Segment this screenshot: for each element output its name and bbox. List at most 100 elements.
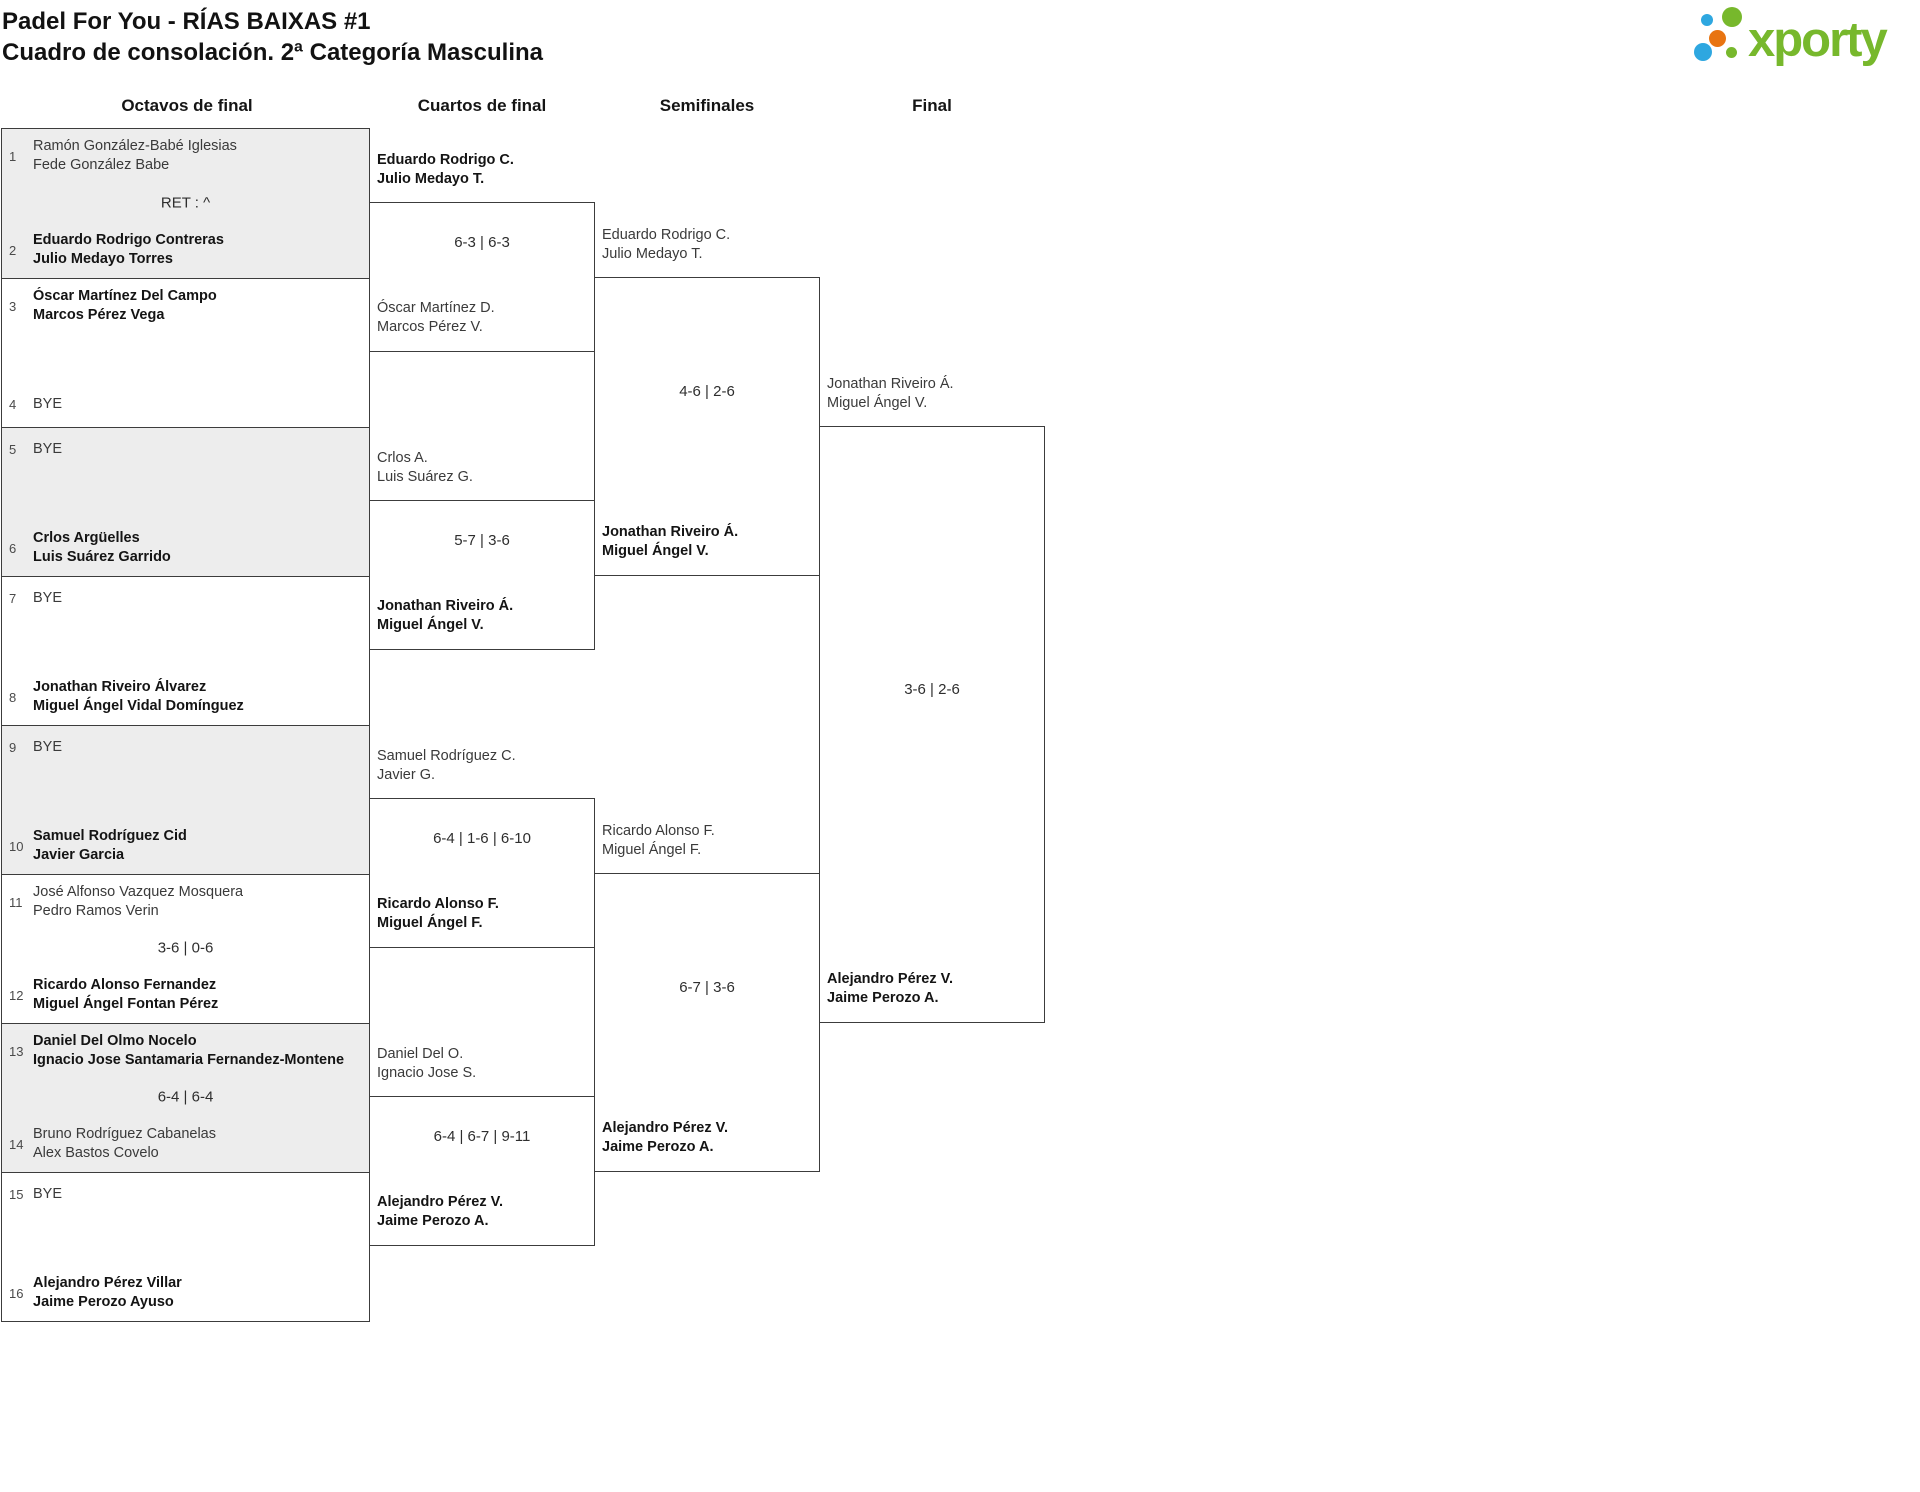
match-score: RET : ^ [160,194,211,212]
player-name: Alex Bastos Covelo [33,1145,159,1161]
final-match-box: Jonathan Riveiro Á.Miguel Ángel V.Alejan… [819,376,1045,1023]
team-label: Ricardo Alonso F. Miguel Ángel F. [377,895,590,933]
semifinals-match-box: Eduardo Rodrigo C. Julio Medayo T. Jonatha… [594,227,820,576]
match-score: 5-7 | 3-6 [454,532,510,549]
match-score: 3-6 | 2-6 [904,681,960,698]
player-name: Miguel Ángel F. [377,915,483,931]
seed-number: 10 [9,838,24,854]
team-name: BYE [33,440,62,459]
player-name: Alejandro Pérez V. [377,1194,503,1210]
team-label: Alejandro Pérez V.Jaime Perozo A. [602,1119,815,1157]
logo-dot-blue-small-icon [1701,14,1713,26]
semifinals-match-box: Ricardo Alonso F.Miguel Ángel F. Alejandr… [594,823,820,1172]
logo-dot-green-large-icon [1722,7,1742,27]
seed-number: 8 [9,689,17,705]
player-name: Jaime Perozo A. [827,990,939,1006]
player-name: Daniel Del Olmo Nocelo [33,1033,197,1049]
player-name: Eduardo Rodrigo Contreras [33,232,224,248]
seed-number: 6 [9,540,17,556]
player-name: Ignacio Jose S. [377,1065,477,1081]
quarterfinals-match-box: Crlos A.Luis Suárez G. Jonathan Riveiro Á… [369,450,595,650]
team-label: Jonathan Riveiro Á.Miguel Ángel V. [377,597,590,635]
player-name: Samuel Rodríguez Cid [33,828,187,844]
player-name: Luis Suárez Garrido [33,549,171,565]
player-name: Jaime Perozo A. [602,1139,714,1155]
seed-number: 3 [9,298,17,314]
seed-number: 7 [9,591,17,606]
team-label: Ricardo Alonso F.Miguel Ángel F. [602,822,815,860]
player-name: Julio Medayo T. [602,246,703,262]
seed-number: 15 [9,1187,24,1202]
logo-dot-blue-large-icon [1694,43,1712,61]
player-name: BYE [33,1186,63,1202]
team-label: Óscar Martínez D.Marcos Pérez V. [377,299,590,337]
player-name: Ricardo Alonso F. [377,896,499,912]
seed-number: 12 [9,987,24,1003]
player-name: Javier Garcia [33,847,125,863]
page-title-block: Padel For You - RÍAS BAIXAS #1 Cuadro de… [2,6,543,68]
match-score: 3-6 | 0-6 [157,939,214,957]
round-header-semifinales: Semifinales [659,96,755,115]
player-name: Alejandro Pérez V. [827,971,953,987]
match-score: 6-4 | 6-7 | 9-11 [433,1128,531,1145]
player-name: Ignacio Jose Santamaria Fernandez-Monten… [33,1052,345,1068]
player-name: Crlos Argüelles [33,530,140,546]
seed-number: 9 [9,740,17,755]
player-name: Miguel Ángel V. [377,617,484,633]
player-name: Julio Medayo Torres [33,251,173,267]
team-label: Alejandro Pérez V. Jaime Perozo A. [827,970,1040,1008]
player-name: Marcos Pérez V. [377,319,483,335]
player-name: Julio Medayo T. [377,171,485,187]
logo-text: xporty [1748,13,1888,67]
player-name: Miguel Ángel V. [602,543,709,559]
xporty-logo[interactable]: xporty [1692,2,1918,80]
player-name: Jaime Perozo A. [377,1213,489,1229]
bracket-subtitle: Cuadro de consolación. 2ª Categoría Masc… [2,39,544,66]
player-name: Jonathan Riveiro Á. [602,524,739,540]
team-label: Crlos A.Luis Suárez G. [377,449,590,487]
player-name: Fede González Babe [33,157,170,173]
seed-number: 5 [9,442,17,457]
seed-number: 14 [9,1136,24,1152]
player-name: José Alfonso Vazquez Mosquera [33,884,244,900]
seed-number: 11 [9,894,23,910]
player-name: Ricardo Alonso Fernandez [33,977,217,993]
match-score: 4-6 | 2-6 [679,383,735,400]
player-name: Daniel Del O. [377,1046,464,1062]
team-label: Eduardo Rodrigo C. Julio Medayo T. [602,226,815,264]
quarterfinals-match-box: Samuel Rodríguez C. Javier G. Ricardo Alon… [369,748,595,948]
player-name: Javier G. [377,767,436,783]
player-name: Eduardo Rodrigo C. [602,227,731,243]
player-name: Eduardo Rodrigo C. [377,152,514,168]
player-name: Marcos Pérez Vega [33,307,165,323]
match-score: 6-7 | 3-6 [679,979,735,996]
player-name: Samuel Rodríguez C. [377,748,516,764]
round-header-cuartos: Cuartos de final [417,96,547,115]
team-label: Daniel Del O. Ignacio Jose S. [377,1045,590,1083]
player-name: Crlos A. [377,450,428,466]
